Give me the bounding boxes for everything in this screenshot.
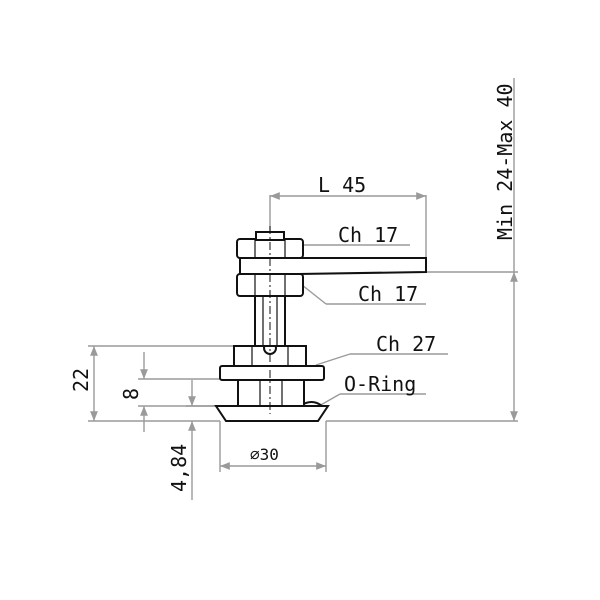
shaft (254, 295, 286, 347)
label-nut-top: Ch 17 (338, 223, 398, 247)
valve-part (214, 226, 427, 422)
label-diameter: ⌀30 (250, 445, 279, 464)
label-nut-mid: Ch 17 (358, 282, 418, 306)
lever (239, 257, 427, 275)
nut-ch27 (219, 365, 325, 381)
label-oring: O-Ring (344, 372, 416, 396)
label-nut-base: Ch 27 (376, 332, 436, 356)
nut-ch27-lower (237, 379, 305, 407)
label-height-total: 22 (69, 368, 93, 392)
label-height-nut: 8 (119, 388, 143, 400)
base-disc (214, 405, 330, 422)
label-height-range: Min 24-Max 40 (493, 83, 517, 240)
label-length: L 45 (318, 173, 366, 197)
dimension-lines (88, 78, 518, 500)
label-lip: 4,84 (167, 444, 191, 492)
